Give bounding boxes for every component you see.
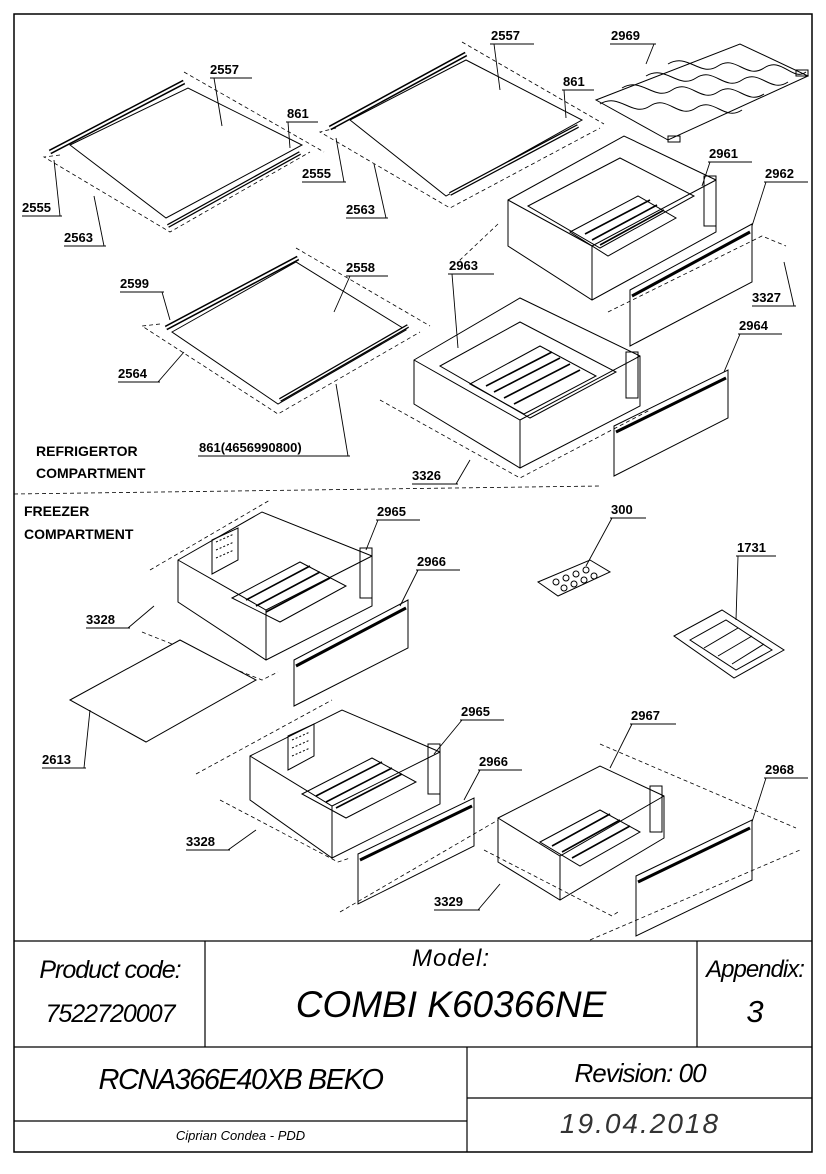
label-861-a: 861 xyxy=(287,106,309,121)
appendix-label: Appendix: xyxy=(706,956,805,983)
refrigerator-section-label-line1: REFRIGERTOR xyxy=(36,443,138,459)
product-name: RCNA366E40XB BEKO xyxy=(98,1064,384,1096)
model-label: Model: xyxy=(411,945,491,972)
part-labels: 2557 861 2555 2563 2557 861 2555 2563 29… xyxy=(22,28,794,909)
refrigerator-section-label-line2: COMPARTMENT xyxy=(36,465,146,481)
label-2967: 2967 xyxy=(631,708,660,723)
glass-shelf-2 xyxy=(318,41,605,209)
author-name: Ciprian Condea - PDD xyxy=(175,1128,306,1143)
freezer-section-label-line1: FREEZER xyxy=(24,503,89,519)
freezer-cover-bottom xyxy=(357,797,475,905)
label-2599: 2599 xyxy=(120,276,149,291)
label-3329: 3329 xyxy=(434,894,463,909)
ice-grid-tray xyxy=(673,609,785,679)
appendix-value: 3 xyxy=(746,994,764,1029)
label-2968: 2968 xyxy=(765,762,794,777)
ice-tray xyxy=(536,559,612,597)
label-2558: 2558 xyxy=(346,260,375,275)
label-300: 300 xyxy=(611,502,633,517)
glass-plate xyxy=(68,639,258,743)
freezer-drawer-lower xyxy=(497,765,665,901)
label-2555-b: 2555 xyxy=(302,166,331,181)
label-2964: 2964 xyxy=(739,318,769,333)
label-2563-a: 2563 xyxy=(64,230,93,245)
compartment-divider xyxy=(13,485,601,495)
crisper-cover-top xyxy=(629,223,753,347)
label-2965-b: 2965 xyxy=(461,704,490,719)
freezer-cover-top xyxy=(293,599,409,707)
label-2564: 2564 xyxy=(118,366,148,381)
label-1731: 1731 xyxy=(737,540,766,555)
crisper-drawer-top xyxy=(507,135,717,301)
freezer-drawer-bottom xyxy=(249,709,441,859)
freezer-drawer-top xyxy=(177,511,373,661)
label-2563-b: 2563 xyxy=(346,202,375,217)
freezer-section-label-line2: COMPARTMENT xyxy=(24,526,134,542)
label-2966-b: 2966 xyxy=(479,754,508,769)
label-3328-a: 3328 xyxy=(86,612,115,627)
label-2557-b: 2557 xyxy=(491,28,520,43)
freezer-cover-lower xyxy=(635,819,753,937)
label-861-4656990800: 861(4656990800) xyxy=(199,440,302,455)
label-2557-a: 2557 xyxy=(210,62,239,77)
product-code-label: Product code: xyxy=(39,956,181,984)
label-2965-a: 2965 xyxy=(377,504,406,519)
glass-shelf-3 xyxy=(140,247,431,415)
section-labels: REFRIGERTOR COMPARTMENT FREEZER COMPARTM… xyxy=(24,443,146,542)
revision: Revision: 00 xyxy=(574,1058,706,1088)
wine-rack xyxy=(594,43,810,143)
label-3326: 3326 xyxy=(412,468,441,483)
model-value: COMBI K60366NE xyxy=(295,984,607,1025)
leader-lines xyxy=(22,43,808,911)
title-block-grid xyxy=(14,940,812,1152)
label-2969: 2969 xyxy=(611,28,640,43)
crisper-cover-middle xyxy=(613,369,729,477)
glass-shelf-1 xyxy=(42,71,325,233)
crisper-drawer-middle xyxy=(413,297,641,469)
label-3327: 3327 xyxy=(752,290,781,305)
label-3328-b: 3328 xyxy=(186,834,215,849)
date: 19.04.2018 xyxy=(559,1108,721,1139)
label-861-b: 861 xyxy=(563,74,585,89)
label-2962: 2962 xyxy=(765,166,794,181)
label-2555-a: 2555 xyxy=(22,200,51,215)
sheet-frame xyxy=(13,13,813,1153)
product-code-value: 7522720007 xyxy=(45,1000,175,1028)
label-2966-a: 2966 xyxy=(417,554,446,569)
label-2613: 2613 xyxy=(42,752,71,767)
label-2963: 2963 xyxy=(449,258,478,273)
label-2961: 2961 xyxy=(709,146,738,161)
